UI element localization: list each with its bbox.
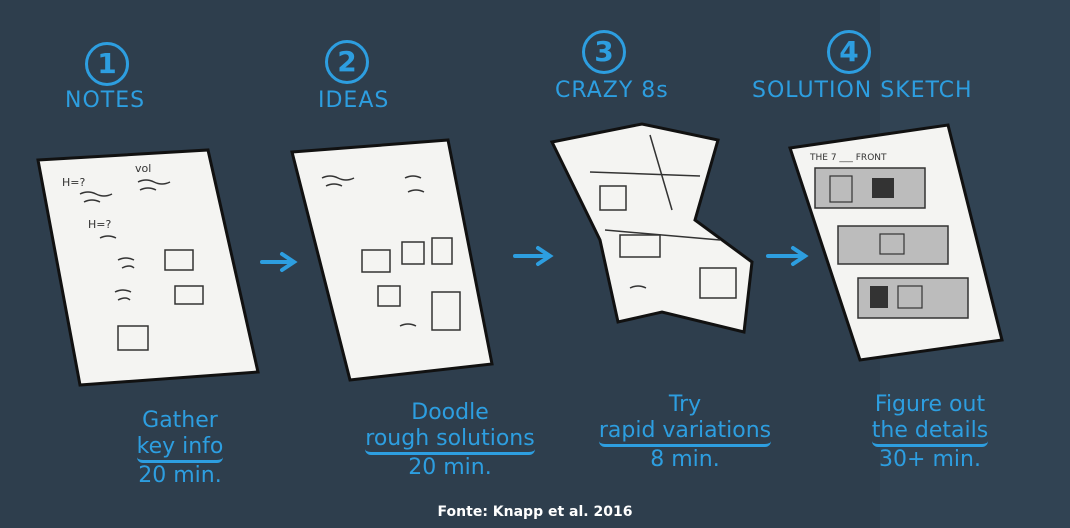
step-1-caption-line-1: Gather <box>142 408 218 433</box>
step-1-number: 1 <box>85 42 129 86</box>
step-1-title: NOTES <box>65 88 146 113</box>
step-4-caption-line-1: Figure out <box>874 392 986 417</box>
step-3-caption-line-3: 8 min. <box>650 447 720 472</box>
step-4-caption-line-3: 30+ min. <box>879 447 981 472</box>
solution-paper: THE 7 ___ FRONT <box>788 123 1004 362</box>
step-4-caption: Figure out the details 30+ min. <box>845 392 1015 473</box>
step-3-number: 3 <box>582 30 626 74</box>
step-4-number: 4 <box>827 30 871 74</box>
solution-heading-text: THE 7 ___ FRONT <box>809 153 887 163</box>
step-2-caption: Doodle rough solutions 20 min. <box>345 400 555 481</box>
step-1-caption-line-3: 20 min. <box>138 463 222 488</box>
step-3-title: CRAZY 8s <box>555 78 669 103</box>
source-citation: Fonte: Knapp et al. 2016 <box>437 504 633 520</box>
note-text-3: H=? <box>88 218 111 231</box>
step-3-caption: Try rapid variations 8 min. <box>570 392 800 473</box>
step-1-caption: Gather key info 20 min. <box>110 408 250 489</box>
ideas-paper <box>290 138 494 382</box>
step-1-caption-line-2: key info <box>136 434 224 463</box>
step-2-caption-line-1: Doodle <box>411 400 489 425</box>
note-text-2: vol <box>135 162 151 175</box>
note-text-1: H=? <box>62 176 85 189</box>
notes-paper: H=? vol H=? <box>36 148 260 387</box>
step-4-caption-line-2: the details <box>871 418 989 447</box>
step-3-caption-line-2: rapid variations <box>598 418 772 447</box>
step-3-caption-line-1: Try <box>668 392 702 417</box>
step-2-caption-line-3: 20 min. <box>408 455 492 480</box>
step-4-title: SOLUTION SKETCH <box>752 78 973 103</box>
step-2-number: 2 <box>325 40 369 84</box>
step-2-title: IDEAS <box>318 88 390 113</box>
crazy8s-paper <box>549 122 754 334</box>
step-2-caption-line-2: rough solutions <box>365 426 535 455</box>
